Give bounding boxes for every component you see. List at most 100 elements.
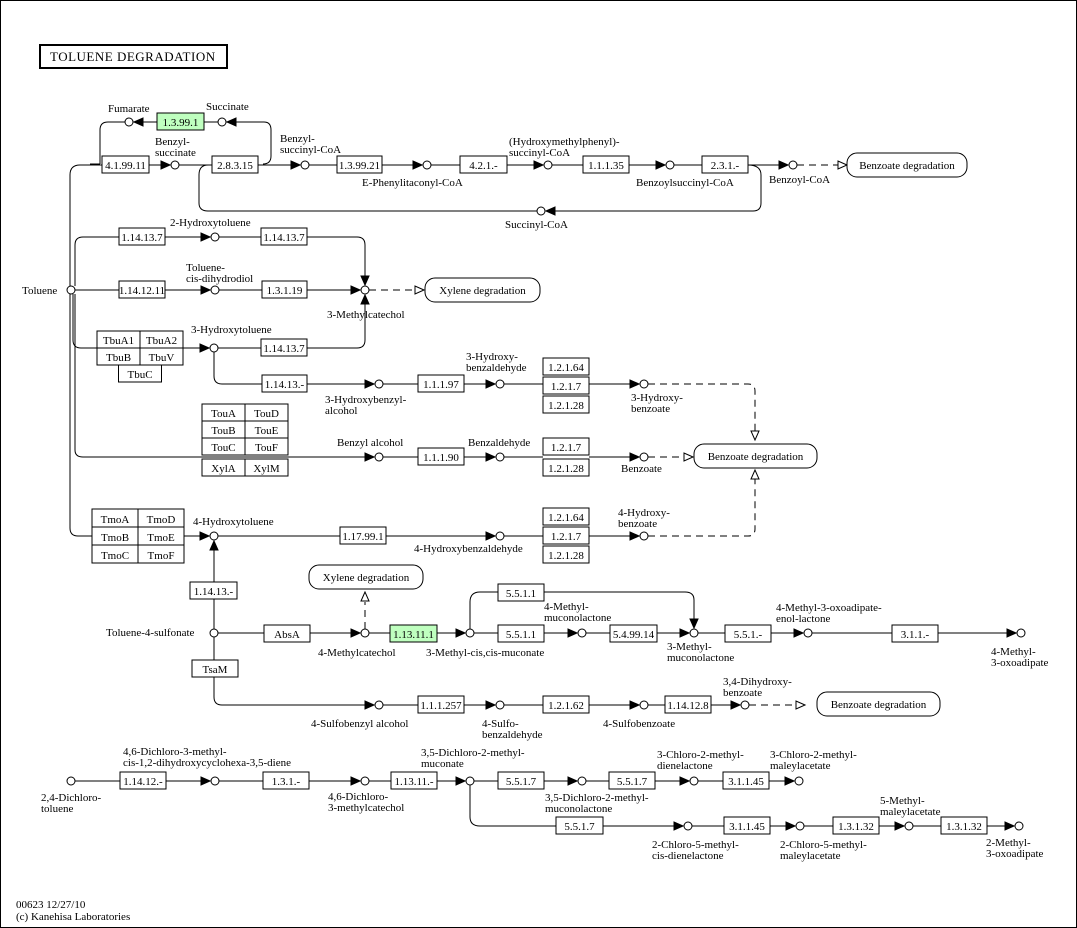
compound-node[interactable] xyxy=(1016,628,1026,638)
compound-node[interactable] xyxy=(209,628,219,638)
compound-node[interactable] xyxy=(210,232,220,242)
pathway-link-benzoate-degradation[interactable]: Benzoate degradation xyxy=(816,691,941,717)
enzyme-box-5-5-1--[interactable]: 5.5.1.- xyxy=(724,624,772,643)
enzyme-box-1-14-13--[interactable]: 1.14.13.- xyxy=(189,581,238,600)
enzyme-box-1-3-99-1[interactable]: 1.3.99.1 xyxy=(156,112,205,131)
enzyme-box-1-17-99-1[interactable]: 1.17.99.1 xyxy=(339,526,387,545)
enzyme-box-1-1-1-35[interactable]: 1.1.1.35 xyxy=(582,155,630,174)
compound-node[interactable] xyxy=(665,160,675,170)
enzyme-box-1-3-1--[interactable]: 1.3.1.- xyxy=(262,771,310,790)
enzyme-box-1-14-13-7[interactable]: 1.14.13.7 xyxy=(260,227,308,246)
compound-node[interactable] xyxy=(360,776,370,786)
compound-node[interactable] xyxy=(209,531,219,541)
enzyme-box-1-2-1-62[interactable]: 1.2.1.62 xyxy=(542,695,590,714)
compound-node[interactable] xyxy=(639,379,649,389)
enzyme-box-1-2-1-64[interactable]: 1.2.1.64 xyxy=(542,357,590,376)
compound-node[interactable] xyxy=(683,821,693,831)
compound-node[interactable] xyxy=(689,628,699,638)
compound-node[interactable] xyxy=(740,700,750,710)
enzyme-box-1-13-11--[interactable]: 1.13.11.- xyxy=(390,771,438,790)
enzyme-box-1-14-13--[interactable]: 1.14.13.- xyxy=(261,374,308,393)
compound-node[interactable] xyxy=(360,285,370,295)
gene-cell[interactable] xyxy=(118,364,162,383)
enzyme-box-1-14-12--[interactable]: 1.14.12.- xyxy=(119,771,167,790)
enzyme-box-2-8-3-15[interactable]: 2.8.3.15 xyxy=(211,155,259,174)
enzyme-box-5-4-99-14[interactable]: 5.4.99.14 xyxy=(609,624,658,643)
enzyme-box-3-1-1-45[interactable]: 3.1.1.45 xyxy=(722,771,770,790)
enzyme-box-1-1-1-97[interactable]: 1.1.1.97 xyxy=(417,374,465,393)
enzyme-box-1-1-1-90[interactable]: 1.1.1.90 xyxy=(417,447,465,466)
compound-node[interactable] xyxy=(209,343,219,353)
enzyme-box-5-5-1-7[interactable]: 5.5.1.7 xyxy=(608,771,656,790)
compound-node[interactable] xyxy=(495,700,505,710)
compound-node[interactable] xyxy=(543,160,553,170)
compound-node[interactable] xyxy=(639,700,649,710)
compound-node[interactable] xyxy=(422,160,432,170)
compound-node[interactable] xyxy=(1014,821,1024,831)
compound-node[interactable] xyxy=(465,628,475,638)
enzyme-box-4-1-99-11[interactable]: 4.1.99.11 xyxy=(101,155,150,174)
compound-node[interactable] xyxy=(794,776,804,786)
enzyme-box-1-2-1-7[interactable]: 1.2.1.7 xyxy=(542,437,590,456)
compound-node[interactable] xyxy=(374,452,384,462)
enzyme-box-1-14-13-7[interactable]: 1.14.13.7 xyxy=(118,227,166,246)
compound-node[interactable] xyxy=(639,452,649,462)
compound-node[interactable] xyxy=(210,776,220,786)
enzyme-box-1-2-1-7[interactable]: 1.2.1.7 xyxy=(542,376,590,395)
compound-node[interactable] xyxy=(465,776,475,786)
compound-node[interactable] xyxy=(788,160,798,170)
compound-node[interactable] xyxy=(374,700,384,710)
enzyme-box-AbsA[interactable]: AbsA xyxy=(263,624,311,643)
enzyme-box-1-14-12-8[interactable]: 1.14.12.8 xyxy=(664,695,712,714)
enzyme-box-2-3-1--[interactable]: 2.3.1.- xyxy=(701,155,749,174)
enzyme-box-1-2-1-28[interactable]: 1.2.1.28 xyxy=(542,545,590,564)
gene-cell[interactable] xyxy=(244,437,289,456)
enzyme-box-5-5-1-7[interactable]: 5.5.1.7 xyxy=(555,816,604,835)
compound-node[interactable] xyxy=(495,452,505,462)
compound-node[interactable] xyxy=(904,821,914,831)
enzyme-box-1-2-1-28[interactable]: 1.2.1.28 xyxy=(542,395,590,414)
enzyme-box-1-2-1-64[interactable]: 1.2.1.64 xyxy=(542,507,590,526)
pathway-link-xylene-degradation[interactable]: Xylene degradation xyxy=(424,277,541,303)
compound-node[interactable] xyxy=(536,206,546,216)
compound-node[interactable] xyxy=(689,776,699,786)
gene-cell[interactable] xyxy=(244,458,289,477)
enzyme-box-5-5-1-1[interactable]: 5.5.1.1 xyxy=(497,583,545,602)
enzyme-box-1-2-1-7[interactable]: 1.2.1.7 xyxy=(542,526,590,545)
enzyme-box-1-2-1-28[interactable]: 1.2.1.28 xyxy=(542,458,590,477)
compound-node[interactable] xyxy=(795,821,805,831)
compound-node[interactable] xyxy=(577,776,587,786)
enzyme-box-1-3-99-21[interactable]: 1.3.99.21 xyxy=(336,155,383,174)
pathway-link-xylene-degradation[interactable]: Xylene degradation xyxy=(308,564,424,590)
compound-node[interactable] xyxy=(577,628,587,638)
enzyme-box-1-3-1-32[interactable]: 1.3.1.32 xyxy=(940,816,988,835)
enzyme-box-4-2-1--[interactable]: 4.2.1.- xyxy=(459,155,508,174)
compound-node[interactable] xyxy=(217,117,227,127)
compound-node[interactable] xyxy=(495,531,505,541)
pathway-link-benzoate-degradation[interactable]: Benzoate degradation xyxy=(693,443,818,469)
enzyme-box-1-13-11-1[interactable]: 1.13.11.1 xyxy=(389,624,438,643)
pathway-link-benzoate-degradation[interactable]: Benzoate degradation xyxy=(846,152,968,178)
compound-node[interactable] xyxy=(210,285,220,295)
enzyme-box-1-14-13-7[interactable]: 1.14.13.7 xyxy=(260,338,308,357)
enzyme-box-1-3-1-32[interactable]: 1.3.1.32 xyxy=(832,816,880,835)
enzyme-box-3-1-1-45[interactable]: 3.1.1.45 xyxy=(723,816,771,835)
enzyme-box-1-3-1-19[interactable]: 1.3.1.19 xyxy=(261,280,308,299)
compound-node[interactable] xyxy=(124,117,134,127)
enzyme-box-5-5-1-7[interactable]: 5.5.1.7 xyxy=(497,771,545,790)
compound-node[interactable] xyxy=(66,776,76,786)
enzyme-box-5-5-1-1[interactable]: 5.5.1.1 xyxy=(497,624,545,643)
compound-node[interactable] xyxy=(495,379,505,389)
enzyme-box-3-1-1--[interactable]: 3.1.1.- xyxy=(891,624,939,643)
compound-node[interactable] xyxy=(170,160,180,170)
compound-node[interactable] xyxy=(66,285,76,295)
gene-cell[interactable] xyxy=(137,544,185,564)
compound-node[interactable] xyxy=(300,160,310,170)
enzyme-box-1-1-1-257[interactable]: 1.1.1.257 xyxy=(417,695,465,714)
compound-node[interactable] xyxy=(803,628,813,638)
enzyme-box-TsaM[interactable]: TsaM xyxy=(191,659,239,678)
